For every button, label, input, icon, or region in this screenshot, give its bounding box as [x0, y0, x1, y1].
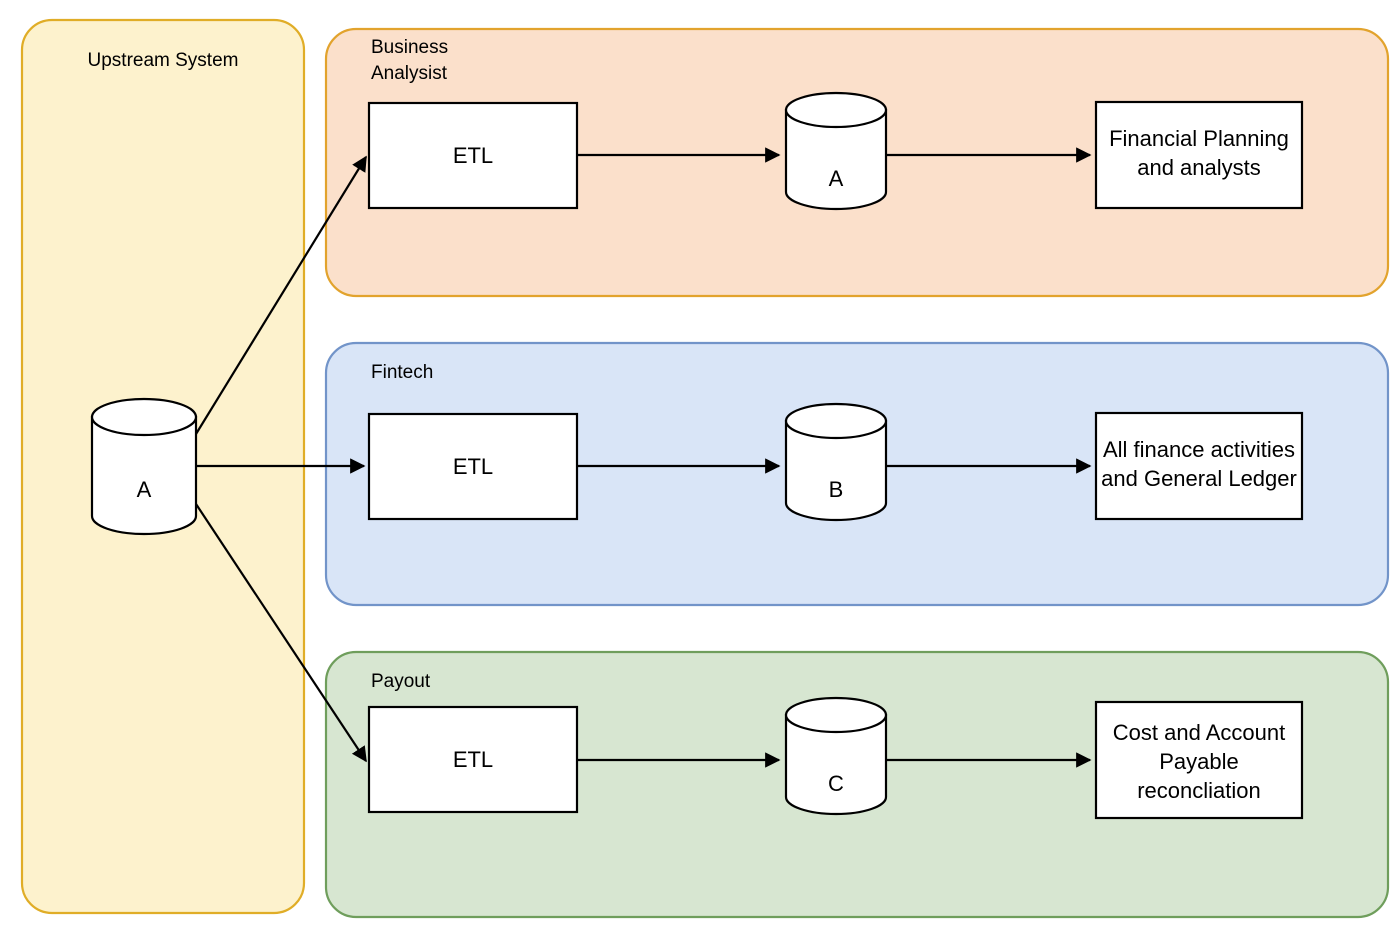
- consumer-financial-planning[interactable]: Financial Planning and analysts: [1094, 100, 1304, 210]
- database-b-cylinder-top: [784, 402, 888, 440]
- business-analysist-label-line1: Business: [371, 37, 448, 58]
- database-b-cylinder-body: [784, 419, 888, 522]
- consumer-financial-planning-box: [1094, 100, 1304, 210]
- etl-payout-label: ETL: [453, 747, 493, 772]
- consumer-finance-activities[interactable]: All finance activities and General Ledge…: [1094, 411, 1304, 521]
- consumer-cost-account-payable-line1: Cost and Account: [1113, 720, 1285, 745]
- database-c[interactable]: C: [784, 696, 888, 816]
- etl-business-analysist-label: ETL: [453, 143, 493, 168]
- consumer-cost-account-payable[interactable]: Cost and Account Payable reconcliation: [1094, 700, 1304, 820]
- consumer-financial-planning-line1: Financial Planning: [1109, 126, 1289, 151]
- upstream-system-label: Upstream System: [88, 50, 239, 71]
- edge-group-source-fanout: [195, 155, 367, 763]
- row-payout-nodes: ETL C Cost and Account Payable reconclia…: [367, 696, 1304, 820]
- consumer-cost-account-payable-line3: reconcliation: [1137, 778, 1261, 803]
- database-c-cylinder-top: [784, 696, 888, 734]
- consumer-finance-activities-line1: All finance activities: [1103, 437, 1295, 462]
- payout-label: Payout: [371, 671, 431, 692]
- etl-fintech[interactable]: ETL: [367, 412, 579, 521]
- consumer-cost-account-payable-line2: Payable: [1159, 749, 1239, 774]
- database-a-cylinder-body: [784, 108, 888, 211]
- row-business-analysist-nodes: ETL A Financial Planning and analysts: [367, 91, 1304, 211]
- consumer-finance-activities-box: [1094, 411, 1304, 521]
- consumer-cost-account-payable-box: [1094, 700, 1304, 820]
- source-database-a-label: A: [137, 477, 152, 502]
- source-database-cylinder-top: [90, 397, 198, 437]
- database-a-cylinder-top: [784, 91, 888, 129]
- etl-business-analysist-box: [367, 101, 579, 210]
- source-database-a[interactable]: A: [90, 397, 198, 536]
- etl-fintech-label: ETL: [453, 454, 493, 479]
- etl-business-analysist[interactable]: ETL: [367, 101, 579, 210]
- edge-source-to-etl-payout: [195, 503, 367, 763]
- consumer-financial-planning-line2: and analysts: [1137, 155, 1261, 180]
- row-fintech-nodes: ETL B All finance activities and General…: [367, 402, 1304, 522]
- source-database-cylinder-body: [90, 415, 198, 536]
- etl-fintech-box: [367, 412, 579, 521]
- fintech-label: Fintech: [371, 362, 433, 383]
- database-c-label: C: [828, 771, 844, 796]
- edge-source-to-etl-business: [195, 155, 367, 435]
- database-c-cylinder-body: [784, 713, 888, 816]
- database-a-business[interactable]: A: [784, 91, 888, 211]
- consumer-finance-activities-line2: and General Ledger: [1101, 466, 1297, 491]
- database-b[interactable]: B: [784, 402, 888, 522]
- etl-payout[interactable]: ETL: [367, 705, 579, 814]
- database-a-label: A: [829, 166, 844, 191]
- business-analysist-label-line2: Analysist: [371, 63, 448, 84]
- database-b-label: B: [829, 477, 844, 502]
